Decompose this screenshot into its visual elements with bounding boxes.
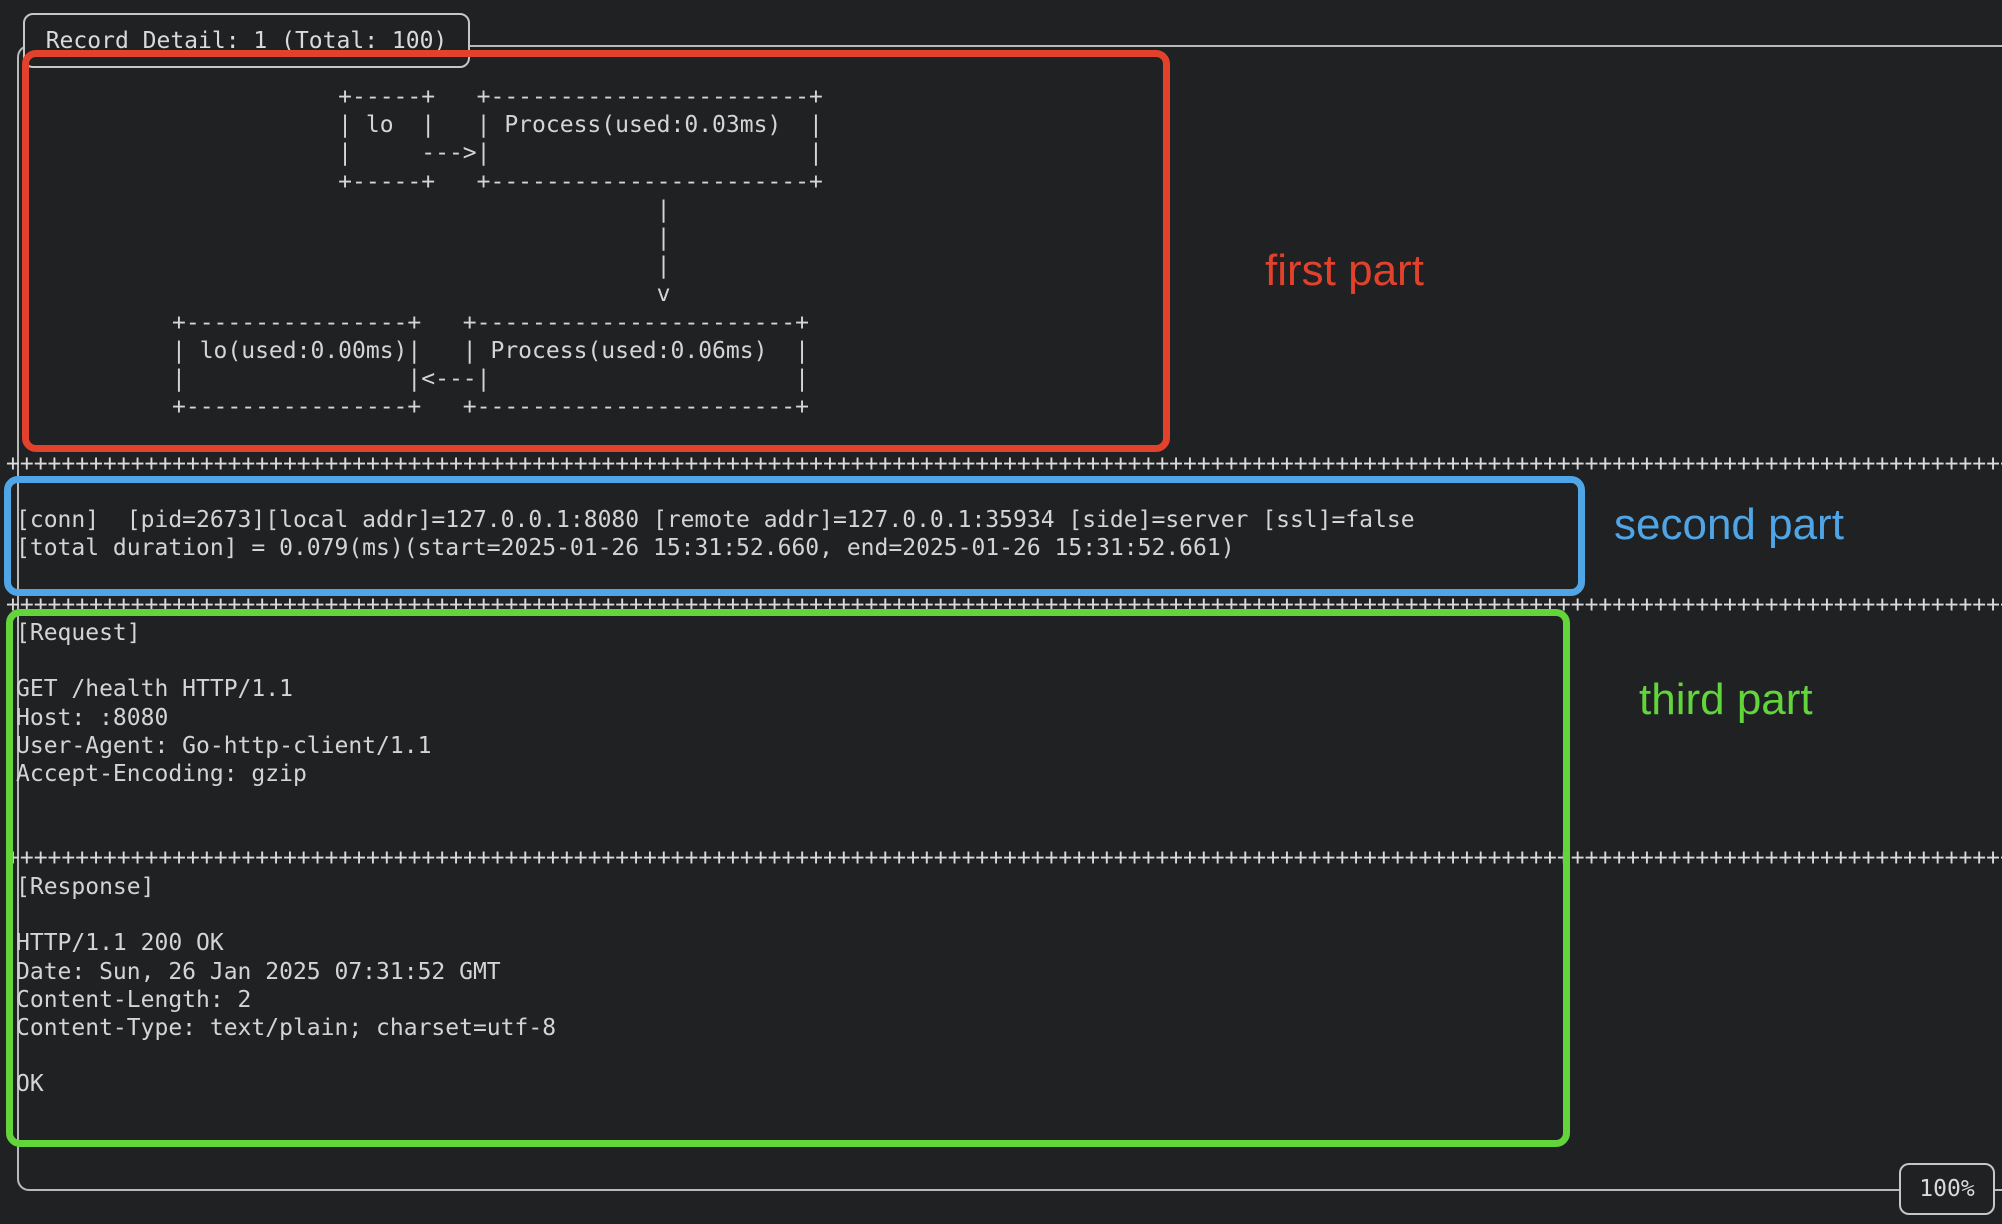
scroll-percent-value: 100% [1919, 1176, 1975, 1202]
request-block: [Request] GET /health HTTP/1.1 Host: :80… [16, 620, 432, 788]
annotation-label-third-part: third part [1639, 675, 1813, 724]
annotation-box-first-part [22, 50, 1170, 452]
response-block: [Response] HTTP/1.1 200 OK Date: Sun, 26… [16, 874, 557, 1098]
record-detail-title-tab: Record Detail: 1 (Total: 100) [23, 13, 470, 68]
annotation-label-first-part: first part [1265, 246, 1424, 295]
page-title: Record Detail: 1 (Total: 100) [45, 27, 448, 54]
conn-info: [conn] [pid=2673][local addr]=127.0.0.1:… [16, 506, 1415, 562]
flow-diagram-ascii: +-----+ +-----------------------+ | lo |… [172, 84, 823, 421]
separator-row-1: ++++++++++++++++++++++++++++++++++++++++… [6, 451, 2002, 477]
separator-row-3: ++++++++++++++++++++++++++++++++++++++++… [6, 845, 2002, 871]
conn-duration-line: [total duration] = 0.079(ms)(start=2025-… [16, 535, 1235, 562]
scroll-percent-tab: 100% [1899, 1163, 1995, 1215]
conn-summary-line: [conn] [pid=2673][local addr]=127.0.0.1:… [16, 507, 1415, 533]
annotation-box-second-part [4, 476, 1585, 596]
annotation-label-second-part: second part [1614, 500, 1844, 549]
annotation-box-third-part [6, 609, 1570, 1147]
